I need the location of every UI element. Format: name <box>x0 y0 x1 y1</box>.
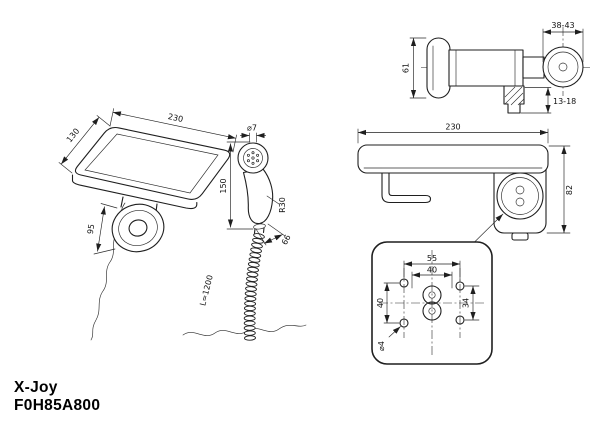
dim-body-height-iso: 95 <box>86 223 96 234</box>
dim-shelf-width-front: 230 <box>445 123 460 132</box>
front-view: 230 82 <box>357 123 574 244</box>
dim-shelf-width-iso: 230 <box>167 112 184 124</box>
dim-wall-depth-range: 38-43 <box>551 21 574 30</box>
dim-hose-length: L=1200 <box>198 274 214 307</box>
dim-holes-right-vertical: 34 <box>462 298 471 308</box>
dim-holes-left-vertical: 40 <box>376 298 385 308</box>
handle-lever-side <box>426 37 451 99</box>
dim-outlet-range: 13-18 <box>553 97 576 106</box>
side-view: 38-43 61 13-18 <box>402 21 591 114</box>
side-dimensions: 38-43 61 13-18 <box>402 21 584 114</box>
mounting-detail-view: 55 40 40 34 ⌀4 <box>371 241 493 365</box>
dim-plate-height-front: 82 <box>565 185 574 195</box>
front-dimensions: 230 82 <box>357 123 574 234</box>
dim-sprayer-height: 150 <box>219 178 228 193</box>
dim-grip-length: 66 <box>280 233 293 246</box>
spray-nozzles <box>246 151 260 165</box>
hose-coil <box>243 233 265 341</box>
inlet-port-top <box>422 285 442 305</box>
paper-holder <box>381 172 432 204</box>
dim-handle-radius: R30 <box>278 197 287 213</box>
dim-nozzle-diameter: ⌀7 <box>247 124 257 133</box>
dim-body-height-side: 61 <box>402 63 411 73</box>
shelf-front-view <box>357 144 549 174</box>
shelf-front-edge <box>71 174 198 210</box>
product-label: X-Joy F0H85A800 <box>14 379 100 414</box>
dim-shelf-depth-iso: 130 <box>65 127 82 145</box>
isometric-view: 230 130 95 ⌀7 150 R30 <box>58 108 307 341</box>
detail-leader-line <box>472 213 504 244</box>
mounting-hole <box>455 315 465 325</box>
spout-front <box>511 232 529 241</box>
mounting-hole <box>399 318 409 328</box>
mounting-hole <box>455 281 465 291</box>
dim-holes-outer: 55 <box>427 254 437 263</box>
connector-pipe <box>522 56 545 79</box>
dim-hole-diameter: ⌀4 <box>377 341 386 351</box>
product-name: X-Joy <box>14 379 58 396</box>
mounting-hole <box>399 278 409 288</box>
product-code: F0H85A800 <box>14 397 100 414</box>
dim-holes-inner: 40 <box>427 266 437 275</box>
sprayer-handle <box>242 168 274 225</box>
wall-flange <box>542 46 584 88</box>
mounting-dimensions: 55 40 40 34 ⌀4 <box>376 254 480 351</box>
control-knob-front <box>496 172 544 220</box>
outlet-spout-side <box>503 85 525 114</box>
mixer-knob <box>111 203 165 253</box>
mixer-body-side <box>448 49 524 87</box>
inlet-port-bottom <box>422 301 442 321</box>
